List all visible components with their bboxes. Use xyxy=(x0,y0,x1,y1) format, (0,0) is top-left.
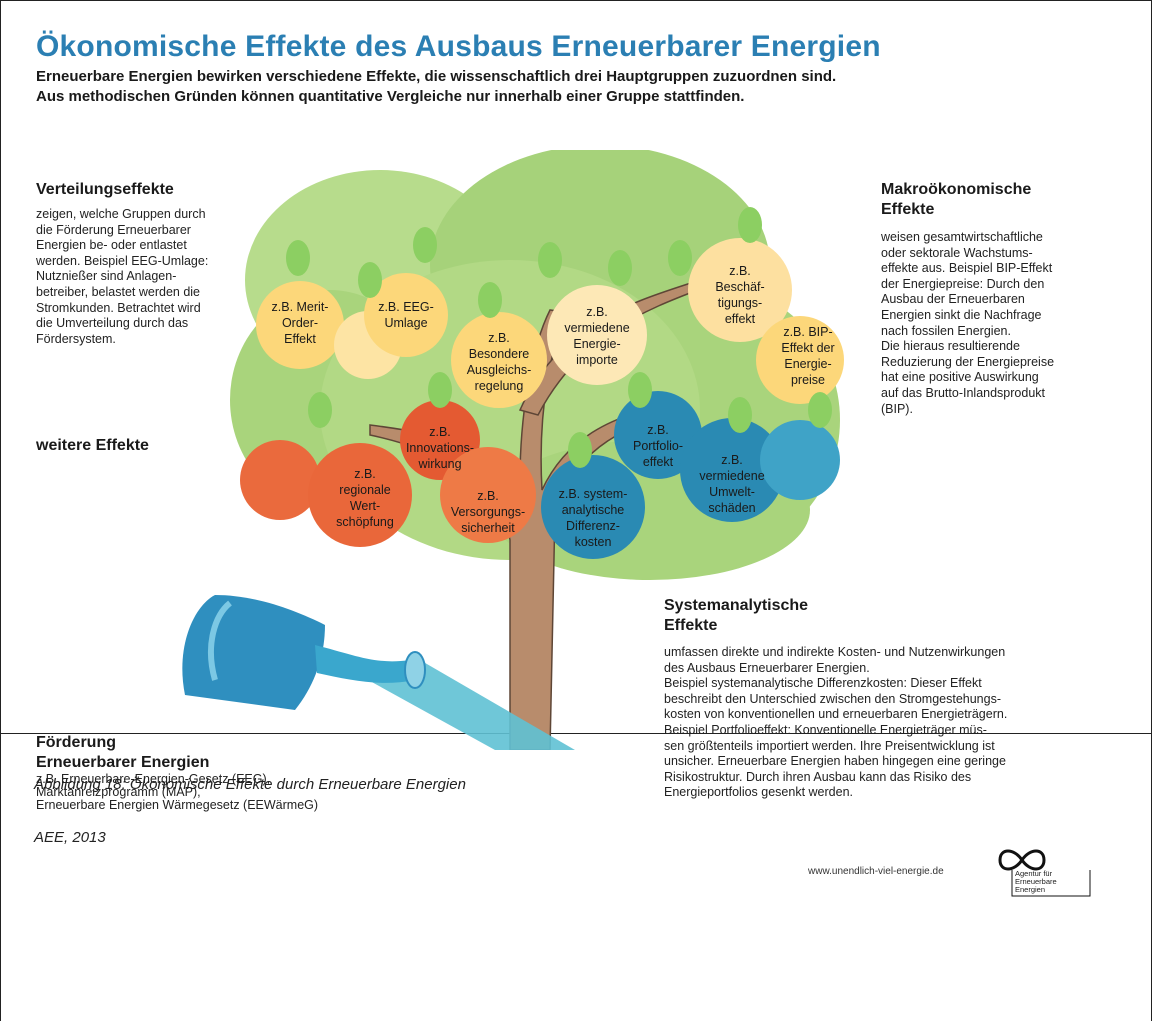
aee-logo-icon xyxy=(998,849,1091,897)
tree-illustration: z.B. Merit-Order-Effekt z.B. EEG-Umlage … xyxy=(230,150,844,750)
watering-can-icon xyxy=(182,595,426,710)
figure-caption: Abbildung 18: Ökonomische Effekte durch … xyxy=(34,776,466,793)
website-url: www.unendlich-viel-energie.de xyxy=(808,866,944,877)
weitere-heading: weitere Effekte xyxy=(36,437,149,454)
fruit-merit-order: z.B. Merit-Order-Effekt xyxy=(272,300,329,346)
fruit-portfolioeffekt: z.B.Portfolio-effekt xyxy=(633,423,683,469)
water-stream xyxy=(350,660,575,750)
orange-fruits xyxy=(240,400,536,547)
system-text: umfassen direkte und indirekte Kosten- u… xyxy=(664,645,1008,800)
yellow-fruits xyxy=(256,238,844,408)
subtitle-line-2: Aus methodischen Gründen können quantita… xyxy=(36,88,745,105)
blue-fruits xyxy=(541,391,840,559)
subtitle-line-1: Erneuerbare Energien bewirken verschiede… xyxy=(36,68,837,85)
page-title: Ökonomische Effekte des Ausbaus Erneuerb… xyxy=(36,30,881,63)
leaf-decorations xyxy=(286,207,832,468)
fruit-versorgungssicherheit: z.B.Versorgungs-sicherheit xyxy=(451,489,525,535)
fruit-beschaeftigung: z.B.Beschäf-tigungs-effekt xyxy=(715,264,764,326)
fruit-innovationswirkung: z.B.Innovations-wirkung xyxy=(406,425,474,471)
fruit-eeg-umlage: z.B. EEG-Umlage xyxy=(378,300,434,330)
frame-divider xyxy=(0,733,1152,734)
foerderung-text: z.B. Erneuerbare-Energien-Gesetz (EEG),M… xyxy=(36,772,319,812)
verteilung-heading: Verteilungseffekte xyxy=(36,181,174,198)
figure-source: AEE, 2013 xyxy=(34,829,106,846)
